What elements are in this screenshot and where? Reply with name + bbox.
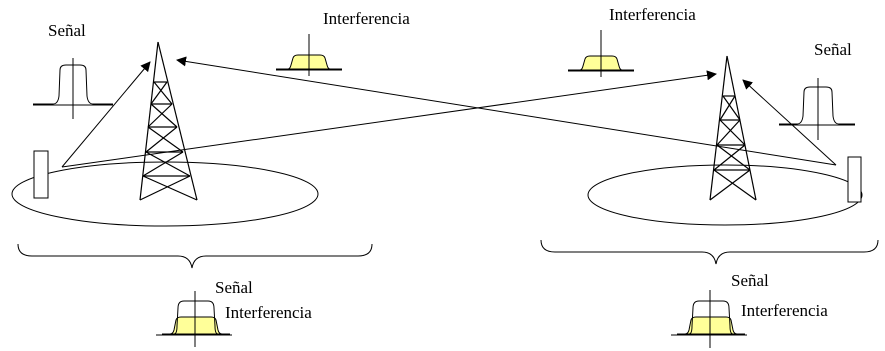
tower-left-icon: [139, 41, 198, 201]
label-bottom-left-signal: Señal: [215, 278, 253, 297]
interference-pulse-top-right-icon: [568, 30, 634, 77]
label-bottom-right-interference: Interferencia: [741, 301, 828, 320]
signal-pulse-left-icon: [33, 58, 113, 119]
brace-right: [540, 239, 879, 265]
label-bottom-right-signal: Señal: [731, 271, 769, 290]
label-interference-top-right: Interferencia: [609, 5, 696, 24]
mobile-right-icon: [847, 156, 862, 203]
label-signal-right: Señal: [814, 40, 852, 59]
mobile-left-icon: [33, 150, 49, 199]
signal-pulse-right-icon: [779, 78, 855, 140]
arrow-right-mobile-to-left-tower: [176, 56, 837, 166]
combined-pulse-bottom-right-icon: [671, 290, 747, 348]
arrow-left-mobile-to-left-tower: [61, 61, 151, 168]
label-signal-left: Señal: [48, 21, 86, 40]
cell-left-ellipse: [11, 161, 319, 227]
tower-right-icon: [709, 55, 757, 201]
cell-right-ellipse: [587, 164, 863, 226]
arrow-right-mobile-to-right-tower: [742, 79, 837, 166]
arrow-left-mobile-to-right-tower: [61, 70, 717, 168]
combined-pulse-bottom-left-icon: [156, 291, 232, 347]
label-bottom-left-interference: Interferencia: [225, 303, 312, 322]
brace-left: [17, 243, 373, 269]
interference-pulse-top-left-icon: [276, 34, 342, 76]
label-interference-top-left: Interferencia: [323, 9, 410, 28]
